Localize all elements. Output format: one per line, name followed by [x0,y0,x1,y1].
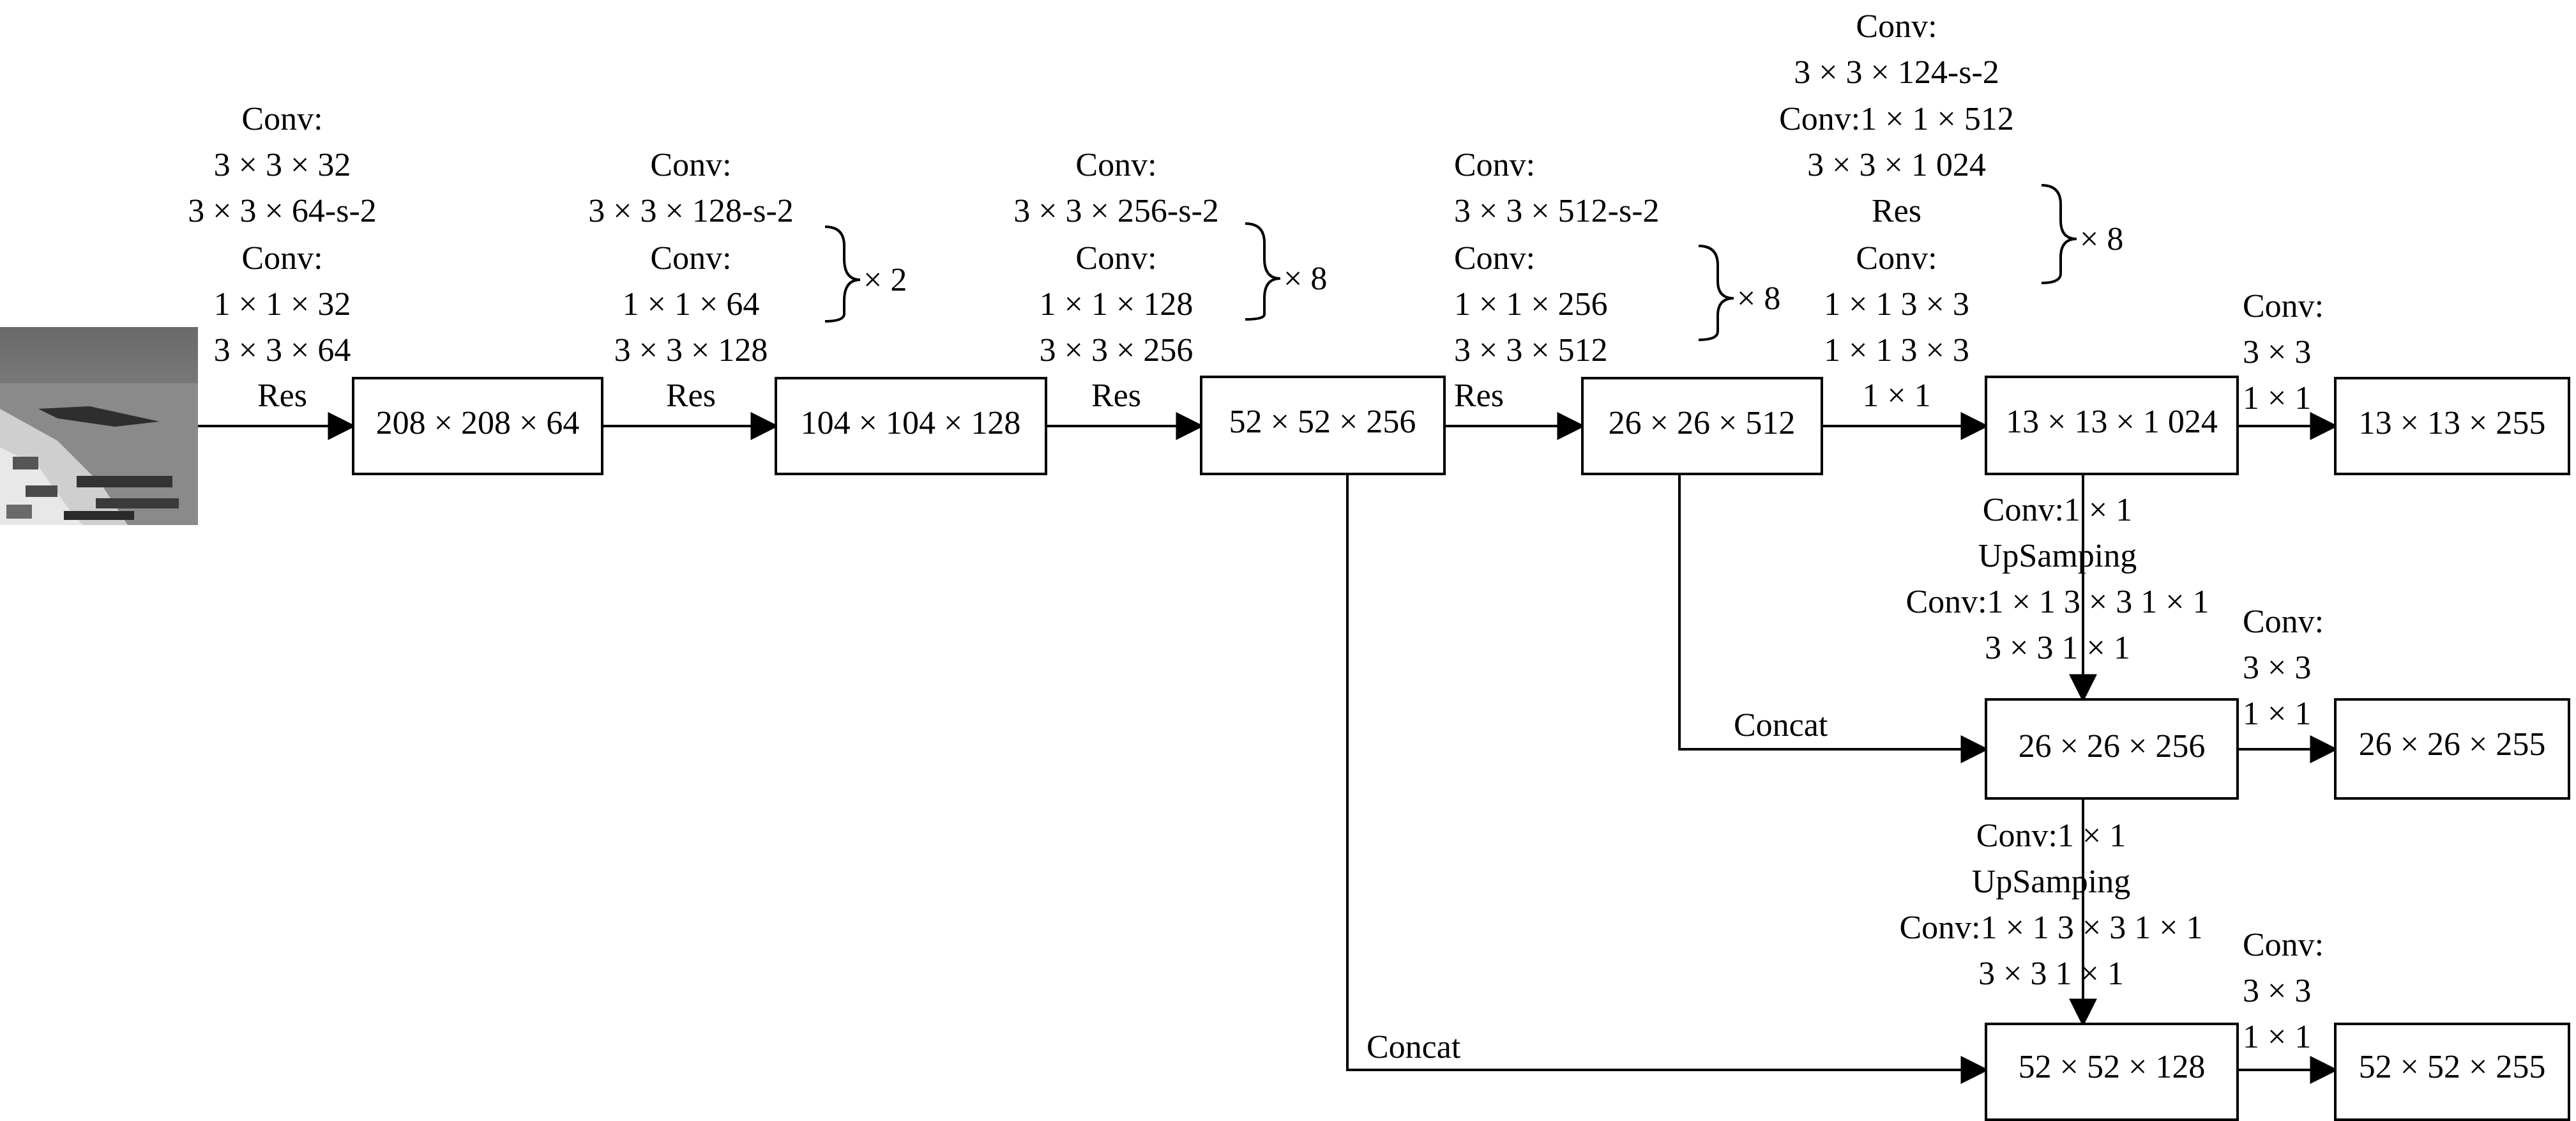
node-13-label: 13 × 13 × 1 024 [2006,404,2218,440]
upsample2-labels: Conv:1 × 1 UpSamping Conv:1 × 1 3 × 3 1 … [1899,818,2202,992]
head13-line-1: Conv: [2243,288,2324,324]
stage5-line-3: Conv:1 × 1 × 512 [1779,101,2014,137]
stage3-labels: Conv: 3 × 3 × 256-s-2 Conv: 1 × 1 × 128 … [1013,147,1327,414]
merge-26-label: 26 × 26 × 256 [2019,728,2206,765]
upsample2-line-2: UpSamping [1972,864,2130,900]
stage5-line-7: 1 × 1 3 × 3 [1824,286,1969,323]
stage3-res: Res [1091,377,1141,414]
upsample2-line-1: Conv:1 × 1 [1976,818,2126,854]
stage3-brace [1245,222,1281,321]
node-104-label: 104 × 104 × 128 [801,405,1021,441]
concat-path-52 [1346,474,1989,1084]
output-26-label: 26 × 26 × 255 [2359,726,2546,763]
node-208: 208 × 208 × 64 [352,377,603,475]
node-52-label: 52 × 52 × 256 [1229,404,1416,440]
head26-line-1: Conv: [2243,604,2324,640]
stage3-line-3: Conv: [1075,240,1156,277]
stage4-res: Res [1454,377,1504,414]
stage2-line-5: 3 × 3 × 128 [614,332,768,369]
stage2-res: Res [666,377,716,414]
concat2-label: Concat [1367,1029,1461,1065]
upsample2-line-4: 3 × 3 1 × 1 [1978,956,2124,992]
stage1-line-2: 3 × 3 × 32 [214,147,351,183]
node-26: 26 × 26 × 512 [1581,377,1823,475]
stage4-line-5: 3 × 3 × 512 [1454,332,1608,369]
stage5-line-1: Conv: [1856,8,1937,45]
stage3-line-1: Conv: [1075,147,1156,183]
stage1-line-1: Conv: [241,101,322,137]
head52-labels: Conv: 3 × 3 1 × 1 [2243,927,2324,1055]
stage5-labels: Conv: 3 × 3 × 124-s-2 Conv:1 × 1 × 512 3… [1779,8,2123,414]
upsample1-line-2: UpSamping [1978,538,2137,574]
stage5-line-6: Conv: [1856,240,1937,277]
head52-line-3: 1 × 1 [2243,1019,2311,1055]
stage3-line-2: 3 × 3 × 256-s-2 [1013,193,1219,229]
upsample1-line-3: Conv:1 × 1 3 × 3 1 × 1 [1905,584,2209,620]
stage2-labels: Conv: 3 × 3 × 128-s-2 Conv: 1 × 1 × 64 3… [588,147,907,414]
stage3-line-5: 3 × 3 × 256 [1040,332,1193,369]
stage1-line-3: 3 × 3 × 64-s-2 [188,193,377,229]
node-104: 104 × 104 × 128 [775,377,1047,475]
upsample2-line-3: Conv:1 × 1 3 × 3 1 × 1 [1899,910,2202,946]
output-26: 26 × 26 × 255 [2334,698,2570,800]
stage5-line-4: 3 × 3 × 1 024 [1807,147,1986,183]
stage4-brace [1698,245,1734,341]
head52-line-2: 3 × 3 [2243,973,2311,1009]
stage2-line-4: 1 × 1 × 64 [623,286,760,323]
upsample1-line-1: Conv:1 × 1 [1983,492,2132,528]
stage1-line-6: 3 × 3 × 64 [214,332,351,369]
node-26-label: 26 × 26 × 512 [1609,405,1796,441]
stage5-line-9: 1 × 1 [1862,377,1930,414]
output-13-label: 13 × 13 × 255 [2359,405,2546,441]
head13-labels: Conv: 3 × 3 1 × 1 [2243,288,2324,416]
head26-line-2: 3 × 3 [2243,650,2311,686]
stage1-labels: Conv: 3 × 3 × 32 3 × 3 × 64-s-2 Conv: 1 … [188,101,377,414]
stage4-line-1: Conv: [1454,147,1535,183]
stage5-res: Res [1872,193,1921,229]
stage4-repeat: × 8 [1737,280,1780,317]
stage3-line-4: 1 × 1 × 128 [1040,286,1193,323]
stage5-brace [2041,184,2077,284]
merge-26: 26 × 26 × 256 [1985,698,2239,800]
stage5-line-2: 3 × 3 × 124-s-2 [1794,54,1999,91]
concat1-label: Concat [1734,707,1828,744]
upsample1-labels: Conv:1 × 1 UpSamping Conv:1 × 1 3 × 3 1 … [1905,492,2209,666]
stage2-line-2: 3 × 3 × 128-s-2 [588,193,794,229]
stage2-line-1: Conv: [650,147,731,183]
head26-line-3: 1 × 1 [2243,696,2311,732]
head26-labels: Conv: 3 × 3 1 × 1 [2243,604,2324,732]
concat-path-26 [1678,474,1989,763]
output-52-label: 52 × 52 × 255 [2359,1049,2546,1085]
stage1-res: Res [257,377,307,414]
node-208-label: 208 × 208 × 64 [376,405,580,441]
stage4-line-3: Conv: [1454,240,1535,277]
stage4-line-2: 3 × 3 × 512-s-2 [1454,193,1660,229]
output-13: 13 × 13 × 255 [2334,377,2570,475]
stage2-repeat: × 2 [863,262,907,298]
stage2-brace [824,225,861,323]
head52-line-1: Conv: [2243,927,2324,963]
stage4-labels: Conv: 3 × 3 × 512-s-2 Conv: 1 × 1 × 256 … [1454,147,1780,414]
stage1-line-5: 1 × 1 × 32 [214,286,351,323]
merge-52-label: 52 × 52 × 128 [2019,1049,2206,1085]
stage5-repeat: × 8 [2080,221,2123,257]
merge-52: 52 × 52 × 128 [1985,1023,2239,1121]
head13-line-3: 1 × 1 [2243,380,2311,416]
input-image [0,327,198,525]
stage1-line-4: Conv: [241,240,322,277]
stage4-line-4: 1 × 1 × 256 [1454,286,1608,323]
node-13: 13 × 13 × 1 024 [1985,376,2239,475]
output-52: 52 × 52 × 255 [2334,1023,2570,1121]
head13-line-2: 3 × 3 [2243,334,2311,370]
stage5-line-8: 1 × 1 3 × 3 [1824,332,1969,369]
stage3-repeat: × 8 [1284,261,1327,297]
upsample1-line-4: 3 × 3 1 × 1 [1985,630,2130,666]
node-52: 52 × 52 × 256 [1200,376,1446,475]
stage2-line-3: Conv: [650,240,731,277]
